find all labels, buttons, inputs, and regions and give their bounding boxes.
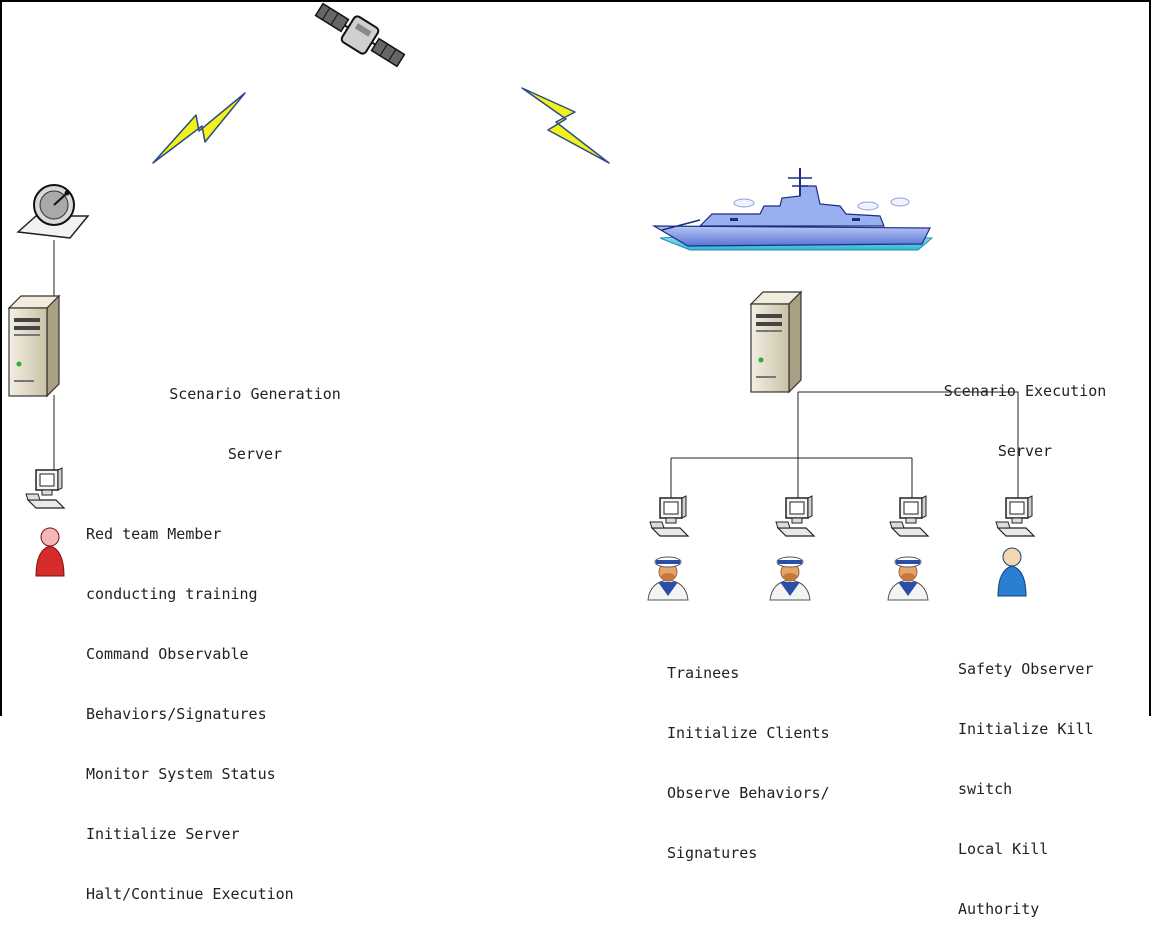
execution-server-network [670, 391, 1019, 508]
person-red-icon [35, 527, 65, 577]
network-diagram [8, 2, 1035, 601]
lightning-icon [152, 92, 246, 164]
ship-icon [651, 168, 934, 251]
generation-server-label: Scenario Generation Server [130, 344, 380, 484]
sailor-icon [887, 556, 929, 601]
workstation-icon [775, 495, 815, 537]
trainees-description: Trainees Initialize Clients Observe Beha… [667, 623, 830, 883]
red-team-description: Red team Member conducting training Comm… [86, 484, 294, 924]
workstation-icon [649, 495, 689, 537]
safety-line: Authority [958, 900, 1040, 918]
execution-server-label: Scenario Execution Server [900, 341, 1150, 481]
red-team-line: Command Observable [86, 645, 249, 663]
red-team-line: Initialize Server [86, 825, 240, 843]
red-team-line: Monitor System Status [86, 765, 276, 783]
satellite-dish-icon [16, 184, 90, 239]
diagram-frame [0, 0, 1151, 716]
workstation-icon [889, 495, 929, 537]
sailor-icon [769, 556, 811, 601]
generation-server-label-line1: Scenario Generation [169, 385, 341, 403]
red-team-line: Halt/Continue Execution [86, 885, 294, 903]
person-blue-icon [997, 547, 1027, 597]
trainees-line: Signatures [667, 844, 758, 862]
execution-server-label-line2: Server [997, 442, 1053, 460]
red-team-line: Red team Member [86, 525, 222, 543]
red-team-line: Behaviors/Signatures [86, 705, 267, 723]
safety-line: Local Kill [958, 840, 1049, 858]
sailor-icon [647, 556, 689, 601]
server-icon [8, 295, 60, 397]
execution-server-label-line1: Scenario Execution [943, 382, 1107, 400]
safety-line: switch [958, 780, 1013, 798]
lightning-icon [521, 87, 610, 164]
workstation-icon [995, 495, 1035, 537]
satellite-icon [314, 2, 406, 68]
safety-line: Safety Observer [958, 660, 1094, 678]
safety-observer-description: Safety Observer Initialize Kill switch L… [958, 619, 1093, 939]
trainees-line: Observe Behaviors/ [667, 784, 830, 802]
trainees-line: Trainees [667, 664, 740, 682]
generation-server-label-line2: Server [227, 445, 283, 463]
red-team-line: conducting training [86, 585, 258, 603]
trainees-line: Initialize Clients [667, 724, 830, 742]
safety-line: Initialize Kill [958, 720, 1094, 738]
workstation-icon [25, 467, 65, 509]
server-icon [750, 291, 802, 393]
